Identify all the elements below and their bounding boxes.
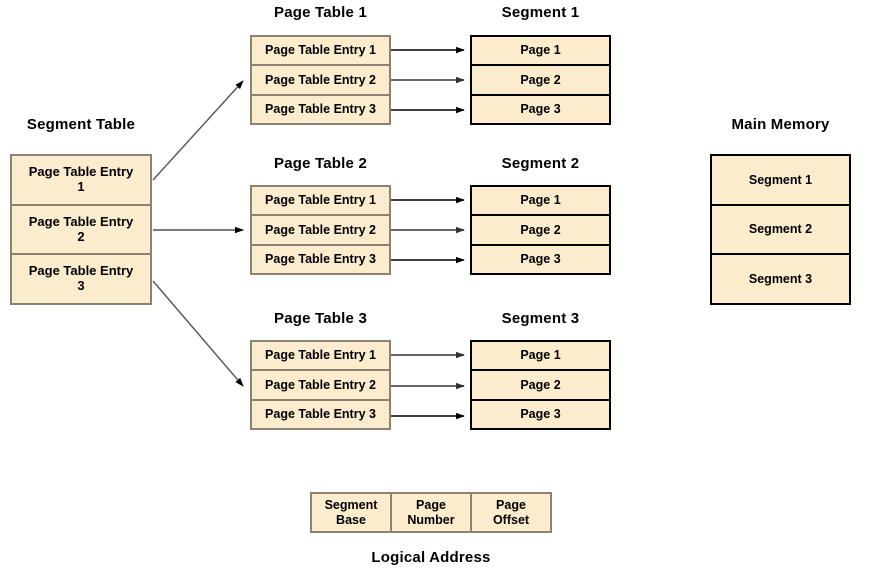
page-table-entry[interactable]: Page Table Entry 2 bbox=[252, 369, 389, 398]
logical-address-field-page-number[interactable]: Page Number bbox=[390, 494, 470, 531]
main-memory-segment[interactable]: Segment 2 bbox=[712, 203, 849, 254]
page-table-3-title: Page Table 3 bbox=[274, 310, 367, 327]
page-table-2: Page Table Entry 1 Page Table Entry 2 Pa… bbox=[250, 185, 391, 275]
main-memory-title: Main Memory bbox=[731, 116, 830, 133]
segment-page[interactable]: Page 2 bbox=[472, 64, 609, 93]
page-table-entry[interactable]: Page Table Entry 3 bbox=[252, 398, 389, 428]
segment-table-entry[interactable]: Page Table Entry 1 bbox=[28, 163, 134, 194]
page-table-1-title: Page Table 1 bbox=[274, 4, 367, 21]
segment-1-title: Segment 1 bbox=[501, 4, 580, 21]
logical-address-title: Logical Address bbox=[371, 549, 491, 566]
segment-2-title: Segment 2 bbox=[501, 155, 580, 172]
segment-3: Page 1 Page 2 Page 3 bbox=[470, 340, 611, 430]
segment-page[interactable]: Page 1 bbox=[520, 348, 561, 363]
segment-page[interactable]: Page 2 bbox=[472, 214, 609, 243]
segment-1: Page 1 Page 2 Page 3 bbox=[470, 35, 611, 125]
segment-page[interactable]: Page 3 bbox=[472, 93, 609, 123]
page-table-entry[interactable]: Page Table Entry 1 bbox=[265, 348, 376, 363]
page-table-entry[interactable]: Page Table Entry 3 bbox=[252, 243, 389, 273]
segment-page[interactable]: Page 1 bbox=[520, 43, 561, 58]
main-memory-segment[interactable]: Segment 3 bbox=[712, 253, 849, 303]
segment-3-title: Segment 3 bbox=[501, 310, 580, 327]
page-table-entry[interactable]: Page Table Entry 3 bbox=[252, 93, 389, 123]
page-table-entry[interactable]: Page Table Entry 1 bbox=[265, 43, 376, 58]
page-table-entry[interactable]: Page Table Entry 2 bbox=[252, 64, 389, 93]
segment-page[interactable]: Page 2 bbox=[472, 369, 609, 398]
page-table-3: Page Table Entry 1 Page Table Entry 2 Pa… bbox=[250, 340, 391, 430]
segment-table-entry[interactable]: Page Table Entry 3 bbox=[12, 253, 150, 303]
logical-address-table: Segment Base Page Number Page Offset bbox=[310, 492, 552, 533]
main-memory: Segment 1 Segment 2 Segment 3 bbox=[710, 154, 851, 305]
page-table-entry[interactable]: Page Table Entry 1 bbox=[265, 193, 376, 208]
segment-2: Page 1 Page 2 Page 3 bbox=[470, 185, 611, 275]
main-memory-segment[interactable]: Segment 1 bbox=[748, 172, 813, 187]
segment-page[interactable]: Page 1 bbox=[520, 193, 561, 208]
page-table-1: Page Table Entry 1 Page Table Entry 2 Pa… bbox=[250, 35, 391, 125]
logical-address-field-segment-base[interactable]: Segment Base bbox=[324, 497, 378, 527]
page-table-entry[interactable]: Page Table Entry 2 bbox=[252, 214, 389, 243]
segment-page[interactable]: Page 3 bbox=[472, 243, 609, 273]
logical-address-field-page-offset[interactable]: Page Offset bbox=[470, 494, 550, 531]
segment-table-title: Segment Table bbox=[26, 116, 136, 133]
segment-table-entry[interactable]: Page Table Entry 2 bbox=[12, 203, 150, 254]
segment-page[interactable]: Page 3 bbox=[472, 398, 609, 428]
page-table-2-title: Page Table 2 bbox=[274, 155, 367, 172]
segment-table: Page Table Entry 1 Page Table Entry 2 Pa… bbox=[10, 154, 152, 305]
